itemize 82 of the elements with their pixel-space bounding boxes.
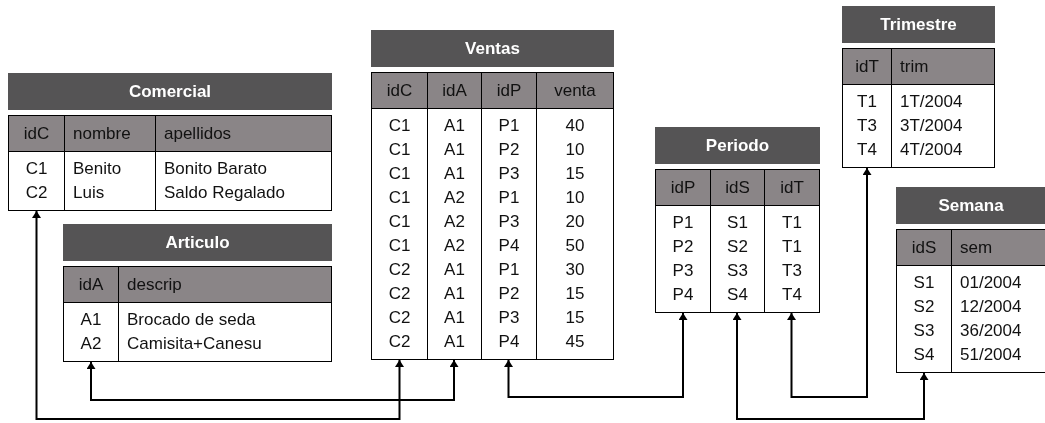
database-table bbox=[842, 6, 995, 168]
connector-arrow bbox=[87, 359, 458, 401]
column-header: venta bbox=[537, 73, 613, 109]
table-column bbox=[427, 73, 481, 359]
cell-value: Brocado de seda bbox=[127, 309, 256, 331]
database-table bbox=[896, 187, 1045, 373]
cell-value: T3 bbox=[782, 260, 802, 282]
table-title: Semana bbox=[896, 187, 1045, 224]
column-header: idA bbox=[64, 267, 118, 303]
column-header: sem bbox=[952, 230, 1045, 266]
cell-value: Saldo Regalado bbox=[164, 182, 285, 204]
cell-value: 3T/2004 bbox=[900, 115, 963, 137]
table-column bbox=[64, 116, 155, 210]
cell-value: Benito bbox=[73, 158, 122, 180]
cell-value: T4 bbox=[782, 284, 802, 306]
column-header: descrip bbox=[119, 267, 331, 303]
cell-value: 4T/2004 bbox=[900, 139, 963, 161]
cell-value: S1 bbox=[727, 212, 748, 234]
column-header: idP bbox=[482, 73, 536, 109]
cell-value: 40 10 15 10 20 50 30 15 15 45 bbox=[565, 115, 585, 353]
table-column bbox=[891, 49, 994, 167]
cell-value: T1 bbox=[782, 236, 802, 258]
column-header: idC bbox=[9, 116, 64, 152]
database-table bbox=[63, 224, 332, 362]
cell-value: P3 bbox=[672, 260, 694, 282]
cell-value: 51/2004 bbox=[960, 344, 1022, 366]
cell-value: 36/2004 bbox=[960, 320, 1022, 342]
column-header: trim bbox=[892, 49, 994, 85]
cell-value: T1 bbox=[782, 212, 802, 234]
column-header: idS bbox=[711, 170, 764, 206]
cell-value: C1 bbox=[25, 158, 48, 180]
cell-value: S3 bbox=[727, 260, 748, 282]
cell-value: S4 bbox=[727, 284, 748, 306]
cell-value: P1 P2 P3 P1 P3 P4 P1 P2 P3 P4 bbox=[498, 115, 520, 353]
database-table bbox=[655, 127, 820, 313]
cell-value: C1 C1 C1 C1 C1 C1 C2 C2 C2 C2 bbox=[388, 115, 411, 353]
table-title: Trimestre bbox=[842, 6, 995, 43]
connector-arrow bbox=[505, 312, 687, 398]
table-title: Comercial bbox=[8, 73, 332, 110]
cell-value: A1 bbox=[80, 309, 102, 331]
cell-value: S1 bbox=[913, 272, 935, 294]
table-column bbox=[710, 170, 764, 312]
cell-value: Luis bbox=[73, 182, 105, 204]
table-column bbox=[764, 170, 819, 312]
cell-value: S2 bbox=[913, 296, 935, 318]
cell-value: A1 A1 A1 A2 A2 A2 A1 A1 A1 A1 bbox=[444, 115, 465, 353]
column-header: idP bbox=[656, 170, 710, 206]
cell-value: P1 bbox=[672, 212, 694, 234]
column-header: idC bbox=[372, 73, 427, 109]
column-header: idS bbox=[897, 230, 951, 266]
cell-value: P2 bbox=[672, 236, 694, 258]
column-header: idA bbox=[428, 73, 481, 109]
column-header: nombre bbox=[65, 116, 155, 152]
column-header: apellidos bbox=[156, 116, 331, 152]
table-column bbox=[155, 116, 331, 210]
cell-value: S2 bbox=[727, 236, 748, 258]
database-table bbox=[8, 73, 332, 211]
table-title: Ventas bbox=[371, 30, 614, 67]
connector-arrow bbox=[733, 312, 928, 420]
connector-arrow bbox=[33, 210, 403, 420]
cell-value: 1T/2004 bbox=[900, 91, 963, 113]
column-header: idT bbox=[843, 49, 891, 85]
cell-value: 12/2004 bbox=[960, 296, 1022, 318]
cell-value: Bonito Barato bbox=[164, 158, 267, 180]
column-header: idT bbox=[765, 170, 819, 206]
table-column bbox=[951, 230, 1045, 372]
cell-value: T3 bbox=[857, 115, 877, 137]
cell-value: S3 bbox=[913, 320, 935, 342]
table-column bbox=[536, 73, 613, 359]
cell-value: Camisita+Canesu bbox=[127, 333, 262, 355]
cell-value: T4 bbox=[857, 139, 877, 161]
table-column bbox=[118, 267, 331, 361]
cell-value: 01/2004 bbox=[960, 272, 1022, 294]
cell-value: C2 bbox=[25, 182, 48, 204]
cell-value: P4 bbox=[672, 284, 694, 306]
table-title: Articulo bbox=[63, 224, 332, 261]
cell-value: S4 bbox=[913, 344, 935, 366]
table-title: Periodo bbox=[655, 127, 820, 164]
cell-value: A2 bbox=[80, 333, 102, 355]
table-column bbox=[481, 73, 536, 359]
cell-value: T1 bbox=[857, 91, 877, 113]
connector-arrow bbox=[788, 167, 871, 398]
